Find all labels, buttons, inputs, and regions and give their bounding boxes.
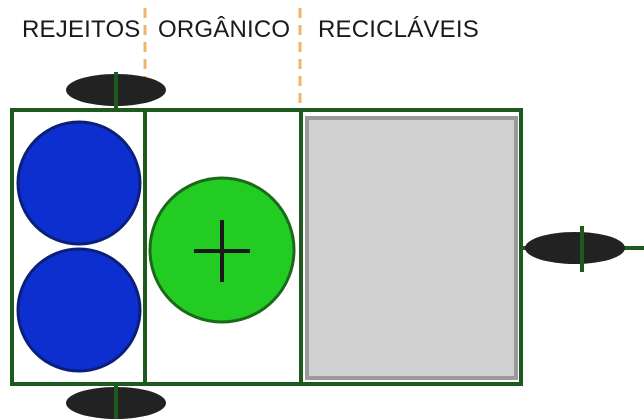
- wheel-right: [525, 232, 625, 264]
- recyclables-box: [305, 116, 518, 380]
- label-rejeitos: REJEITOS: [22, 16, 141, 43]
- label-organico: ORGÂNICO: [158, 16, 291, 43]
- blue-circle-top: [16, 120, 142, 246]
- label-reciclaveis: RECICLÁVEIS: [318, 16, 479, 43]
- blue-circle-bottom: [16, 247, 142, 373]
- frame-outer: [10, 108, 523, 386]
